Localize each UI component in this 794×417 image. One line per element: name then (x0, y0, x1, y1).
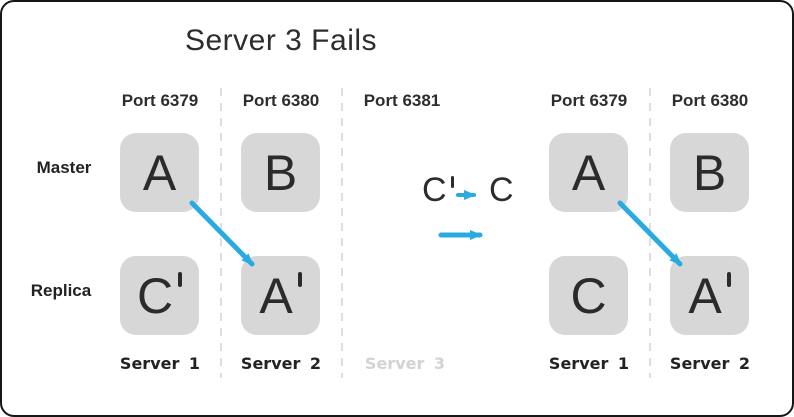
port-label: Port 6380 (671, 91, 749, 110)
prime-mark-icon (178, 272, 183, 287)
row-label-replica: Replica (30, 281, 92, 300)
node-box-master: B (670, 133, 749, 212)
prime-mark-icon (726, 272, 731, 287)
server-label-failed: Server 3 (364, 354, 446, 373)
node-letter: C (136, 267, 174, 324)
node-box-master: A (549, 133, 628, 212)
dashed-separator-right (649, 88, 651, 378)
failover-arrow-left-icon (189, 200, 255, 267)
node-letter: A (688, 267, 722, 324)
diagram-title: Server 3 Fails (184, 24, 378, 57)
port-label: Port 6380 (242, 91, 320, 110)
node-letter: C (570, 267, 607, 324)
node-letter: A (571, 144, 606, 201)
server-label: Server 1 (548, 354, 630, 373)
node-box-replica: A (241, 256, 320, 335)
prime-mark-icon (297, 272, 302, 287)
server-label: Server 1 (119, 354, 201, 373)
server-label: Server 2 (240, 354, 322, 373)
dashed-separator-left-2 (341, 88, 343, 378)
node-letter: A (142, 144, 177, 201)
node-box-master: B (241, 133, 320, 212)
dashed-separator-left-1 (220, 88, 222, 378)
row-label-master: Master (36, 158, 92, 177)
transition-to: C (489, 171, 514, 209)
node-box-replica: C (120, 256, 199, 335)
transition-from-letter: C (422, 171, 447, 209)
node-letter: B (263, 144, 298, 201)
node-box-master: A (120, 133, 199, 212)
prime-mark-icon (450, 176, 454, 188)
port-label: Port 6379 (550, 91, 628, 110)
node-letter: A (259, 267, 293, 324)
node-box-replica: A (670, 256, 749, 335)
port-label: Port 6381 (363, 91, 441, 110)
node-box-replica: C (549, 256, 628, 335)
server-label: Server 2 (669, 354, 751, 373)
port-label: Port 6379 (121, 91, 199, 110)
transition-from: C (422, 170, 454, 210)
node-letter: B (692, 144, 727, 201)
